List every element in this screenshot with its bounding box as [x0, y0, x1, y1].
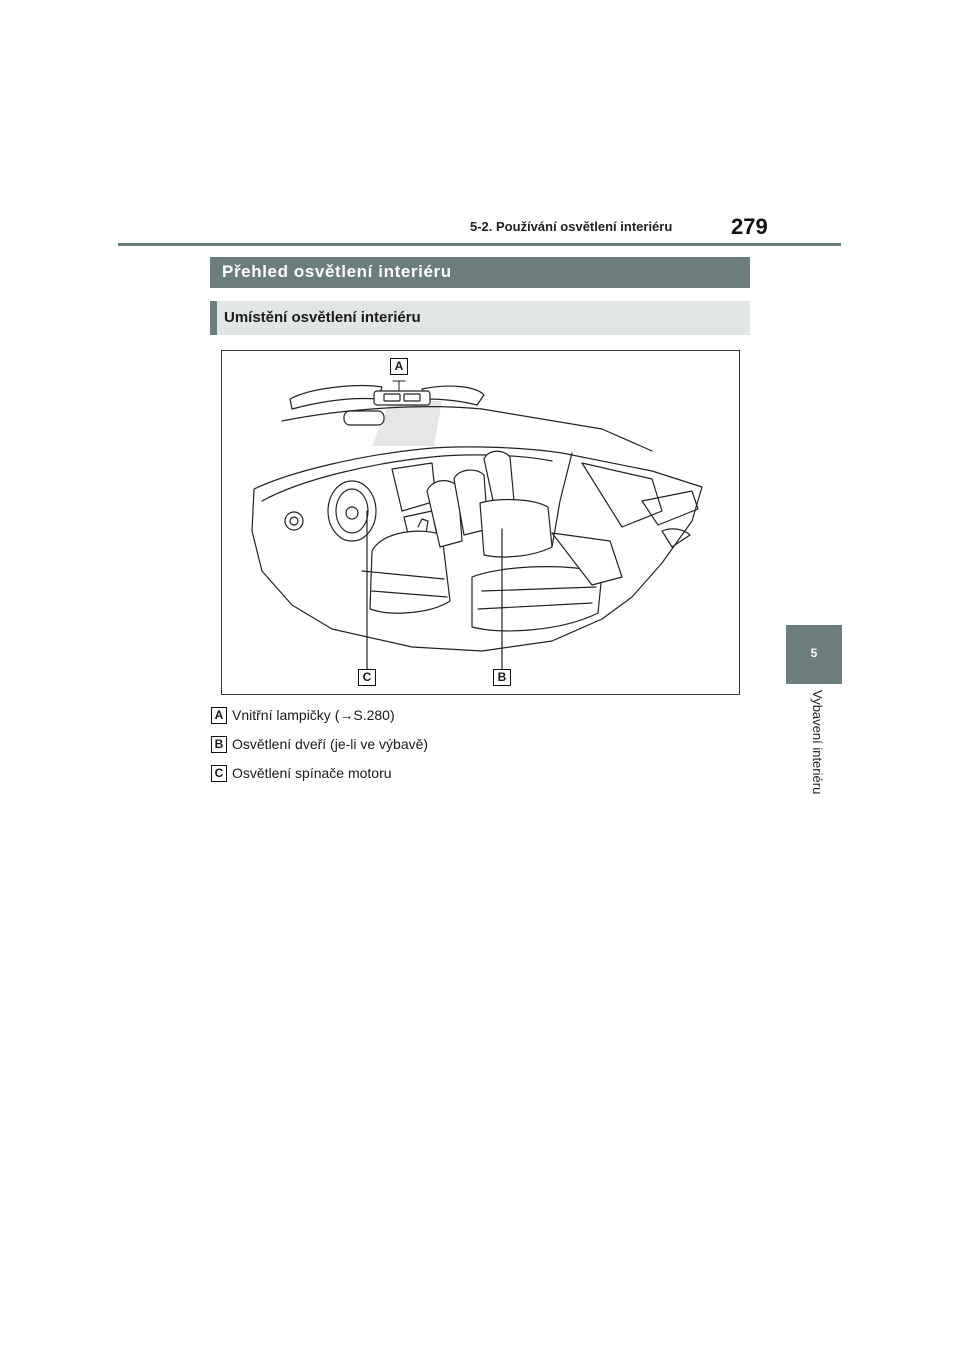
legend-key-box: C: [211, 765, 227, 782]
subsection-title: Umístění osvětlení interiéru: [224, 309, 421, 326]
legend-key-box: B: [211, 736, 227, 753]
section-title-bar: Přehled osvětlení interiéru: [210, 257, 750, 288]
chapter-tab: 5: [786, 625, 842, 684]
legend-description: Osvětlení spínače motoru: [232, 765, 392, 781]
section-title: Přehled osvětlení interiéru: [222, 262, 452, 281]
legend-key-box: A: [211, 707, 227, 724]
callout-c: C: [358, 669, 376, 686]
callout-a: A: [390, 358, 408, 375]
legend-description: Osvětlení dveří (je-li ve výbavě): [232, 736, 429, 752]
legend-description: Vnitřní lampičky (→S.280): [232, 707, 395, 723]
interior-lighting-illustration: A C B: [221, 350, 740, 695]
car-interior-drawing: [251, 380, 703, 672]
page-number: 279: [731, 214, 768, 239]
running-header-section: 5-2. Používání osvětlení interiéru: [470, 219, 673, 234]
callout-b: B: [493, 669, 511, 686]
chapter-side-label: Vybavení interiéru: [810, 690, 825, 795]
subsection-title-bar: Umístění osvětlení interiéru: [210, 301, 750, 335]
header-divider: [118, 243, 841, 246]
